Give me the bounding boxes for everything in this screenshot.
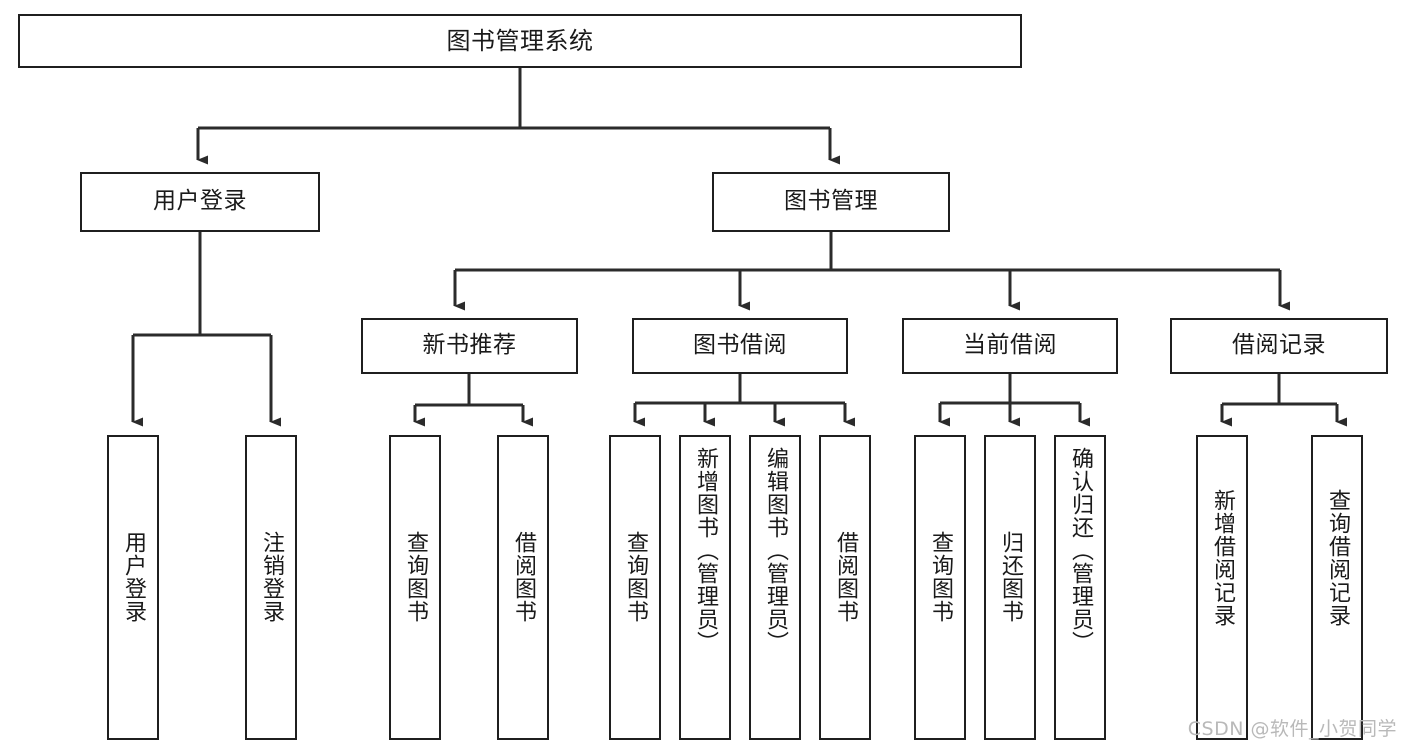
leaf-recommend-query-book[interactable]: 查询图书 (389, 435, 441, 740)
leaf-label: 借阅图书 (510, 531, 536, 623)
leaf-record-add-record[interactable]: 新增借阅记录 (1196, 435, 1248, 740)
node-user-login[interactable]: 用户登录 (80, 172, 320, 232)
leaf-label: 用户登录 (120, 531, 146, 623)
node-book-management[interactable]: 图书管理 (712, 172, 950, 232)
leaf-label: 注销登录 (258, 531, 284, 623)
leaf-borrow-borrow-book[interactable]: 借阅图书 (819, 435, 871, 740)
node-borrow-record[interactable]: 借阅记录 (1170, 318, 1388, 374)
leaf-label: 新增借阅记录 (1209, 489, 1235, 627)
leaf-label: 借阅图书 (832, 531, 858, 623)
leaf-label: 查询图书 (927, 531, 953, 623)
leaf-label: 查询图书 (622, 531, 648, 623)
leaf-label: 新增图书（管理员） (692, 447, 718, 654)
leaf-label: 归还图书 (997, 531, 1023, 623)
leaf-record-query-record[interactable]: 查询借阅记录 (1311, 435, 1363, 740)
node-new-book-recommend[interactable]: 新书推荐 (361, 318, 578, 374)
leaf-label: 查询图书 (402, 531, 428, 623)
leaf-recommend-borrow-book[interactable]: 借阅图书 (497, 435, 549, 740)
leaf-borrow-query-book[interactable]: 查询图书 (609, 435, 661, 740)
node-root-system[interactable]: 图书管理系统 (18, 14, 1022, 68)
leaf-user-login-logout[interactable]: 注销登录 (245, 435, 297, 740)
leaf-label: 查询借阅记录 (1324, 489, 1350, 627)
leaf-label: 确认归还（管理员） (1067, 447, 1093, 654)
leaf-current-query-book[interactable]: 查询图书 (914, 435, 966, 740)
leaf-borrow-edit-book-admin[interactable]: 编辑图书（管理员） (749, 435, 801, 740)
node-book-borrow[interactable]: 图书借阅 (632, 318, 848, 374)
csdn-watermark: CSDN @软件_小贺同学 (1187, 718, 1397, 740)
leaf-current-confirm-return-admin[interactable]: 确认归还（管理员） (1054, 435, 1106, 740)
leaf-borrow-add-book-admin[interactable]: 新增图书（管理员） (679, 435, 731, 740)
node-current-borrow[interactable]: 当前借阅 (902, 318, 1118, 374)
leaf-user-login-login[interactable]: 用户登录 (107, 435, 159, 740)
leaf-current-return-book[interactable]: 归还图书 (984, 435, 1036, 740)
leaf-label: 编辑图书（管理员） (762, 447, 788, 654)
